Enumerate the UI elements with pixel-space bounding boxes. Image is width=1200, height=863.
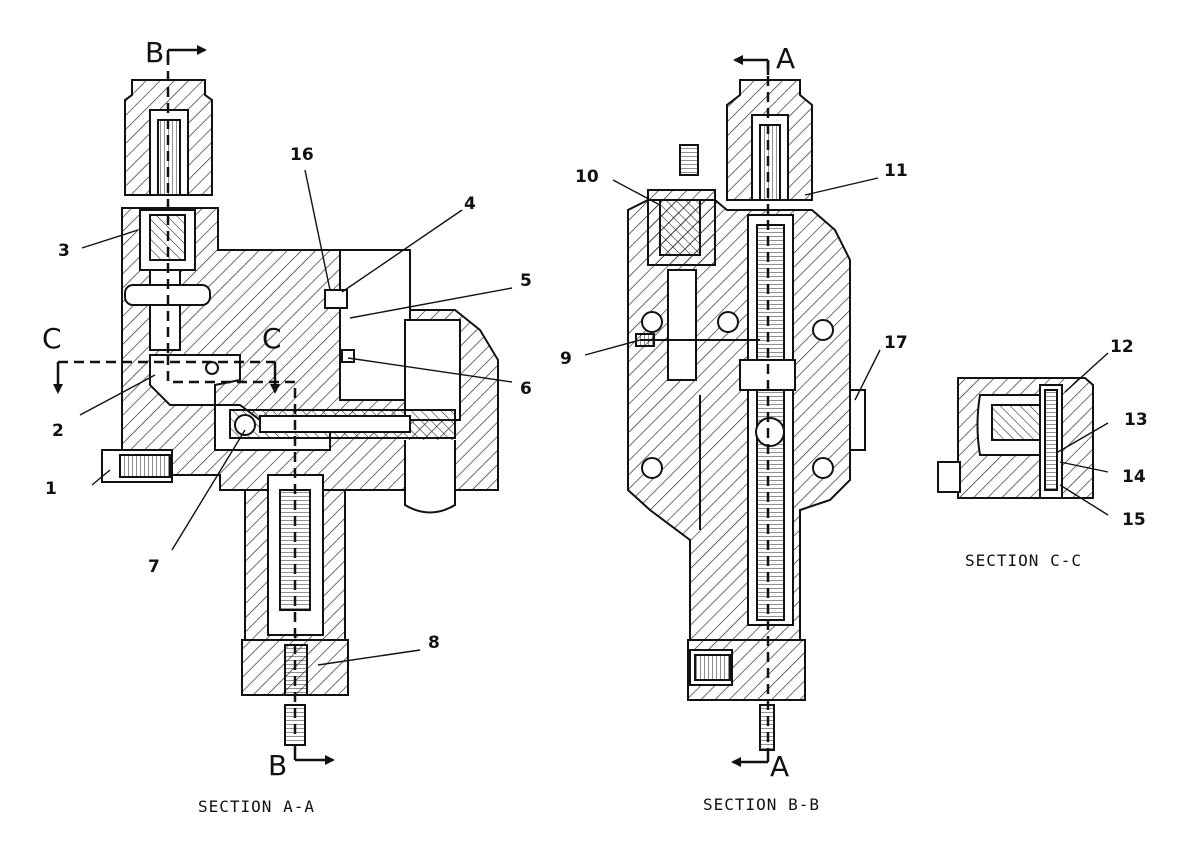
callout-3: 3 (58, 241, 70, 261)
callout-7: 7 (148, 557, 160, 577)
section-b-b-flow-lines (731, 55, 770, 767)
callout-10: 10 (575, 167, 599, 187)
callout-17: 17 (884, 333, 908, 353)
section-b-b-view (627, 79, 866, 751)
callout-11: 11 (884, 161, 908, 181)
callout-2: 2 (52, 421, 64, 441)
callout-8: 8 (428, 633, 440, 653)
callout-numbers: 1 2 3 4 5 6 7 8 9 10 11 12 13 14 15 16 1… (45, 145, 1148, 653)
callout-5: 5 (520, 271, 532, 291)
marker-c-left: C (42, 322, 62, 355)
section-a-a-view (101, 79, 499, 746)
marker-a-bottom: A (770, 750, 789, 783)
callout-6: 6 (520, 379, 532, 399)
section-captions: SECTION A-A SECTION B-B SECTION C-C (198, 551, 1082, 816)
callout-leaders (79, 169, 1109, 666)
caption-section-b-b: SECTION B-B (703, 795, 820, 814)
callout-12: 12 (1110, 337, 1134, 357)
marker-a-top: A (776, 42, 795, 75)
callout-1: 1 (45, 479, 57, 499)
callout-14: 14 (1122, 467, 1146, 487)
callout-13: 13 (1124, 410, 1148, 430)
callout-16: 16 (290, 145, 314, 165)
callout-9: 9 (560, 349, 572, 369)
section-markers: B B A A C C (42, 36, 795, 783)
section-a-a-flow-lines (53, 45, 335, 765)
caption-section-a-a: SECTION A-A (198, 797, 315, 816)
marker-b-bottom: B (268, 749, 287, 782)
marker-c-right: C (262, 322, 282, 355)
caption-section-c-c: SECTION C-C (965, 551, 1082, 570)
callout-15: 15 (1122, 510, 1146, 530)
marker-b-top: B (145, 36, 164, 69)
callout-4: 4 (464, 194, 476, 214)
section-c-c-view (937, 377, 1094, 499)
